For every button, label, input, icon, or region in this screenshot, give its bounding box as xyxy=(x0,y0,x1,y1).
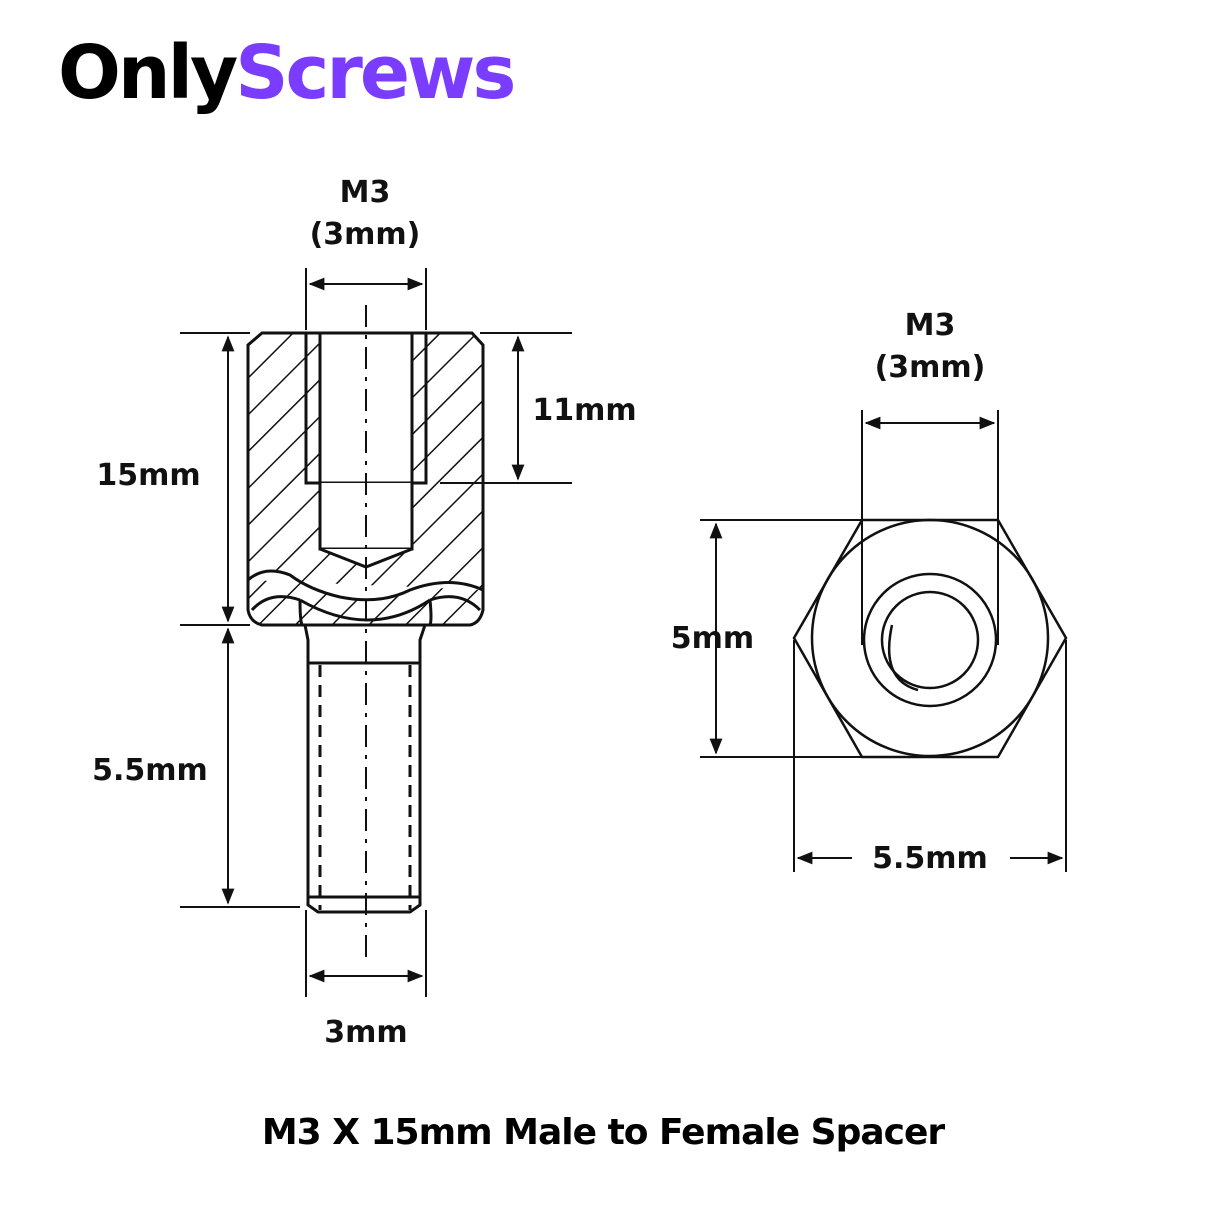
brand-logo: OnlyScrews xyxy=(58,36,516,110)
top-view-hex xyxy=(792,518,1068,759)
label-top-thread-mm: (3mm) xyxy=(309,217,421,252)
product-caption: M3 X 15mm Male to Female Spacer xyxy=(261,1112,945,1153)
label-top-view-thread: M3 (3mm) xyxy=(855,305,1005,389)
label-total-length: 15mm xyxy=(96,458,201,493)
label-male-diameter: 3mm xyxy=(324,1015,408,1050)
label-hex-height: 5mm xyxy=(670,621,755,656)
brand-logo-part1: Only xyxy=(58,30,238,116)
label-top-thread: M3 (3mm) xyxy=(290,172,440,256)
top-view-dimensions xyxy=(700,410,1067,872)
label-hex-width: 5.5mm xyxy=(872,841,988,876)
label-top-thread-size: M3 xyxy=(339,175,391,210)
label-internal-depth: 11mm xyxy=(532,393,637,428)
label-top-view-thread-mm: (3mm) xyxy=(874,350,986,385)
label-top-view-thread-size: M3 xyxy=(904,308,956,343)
brand-logo-part2: Screws xyxy=(235,30,516,116)
side-view-dimensions xyxy=(180,268,572,997)
label-male-length: 5.5mm xyxy=(92,753,208,788)
